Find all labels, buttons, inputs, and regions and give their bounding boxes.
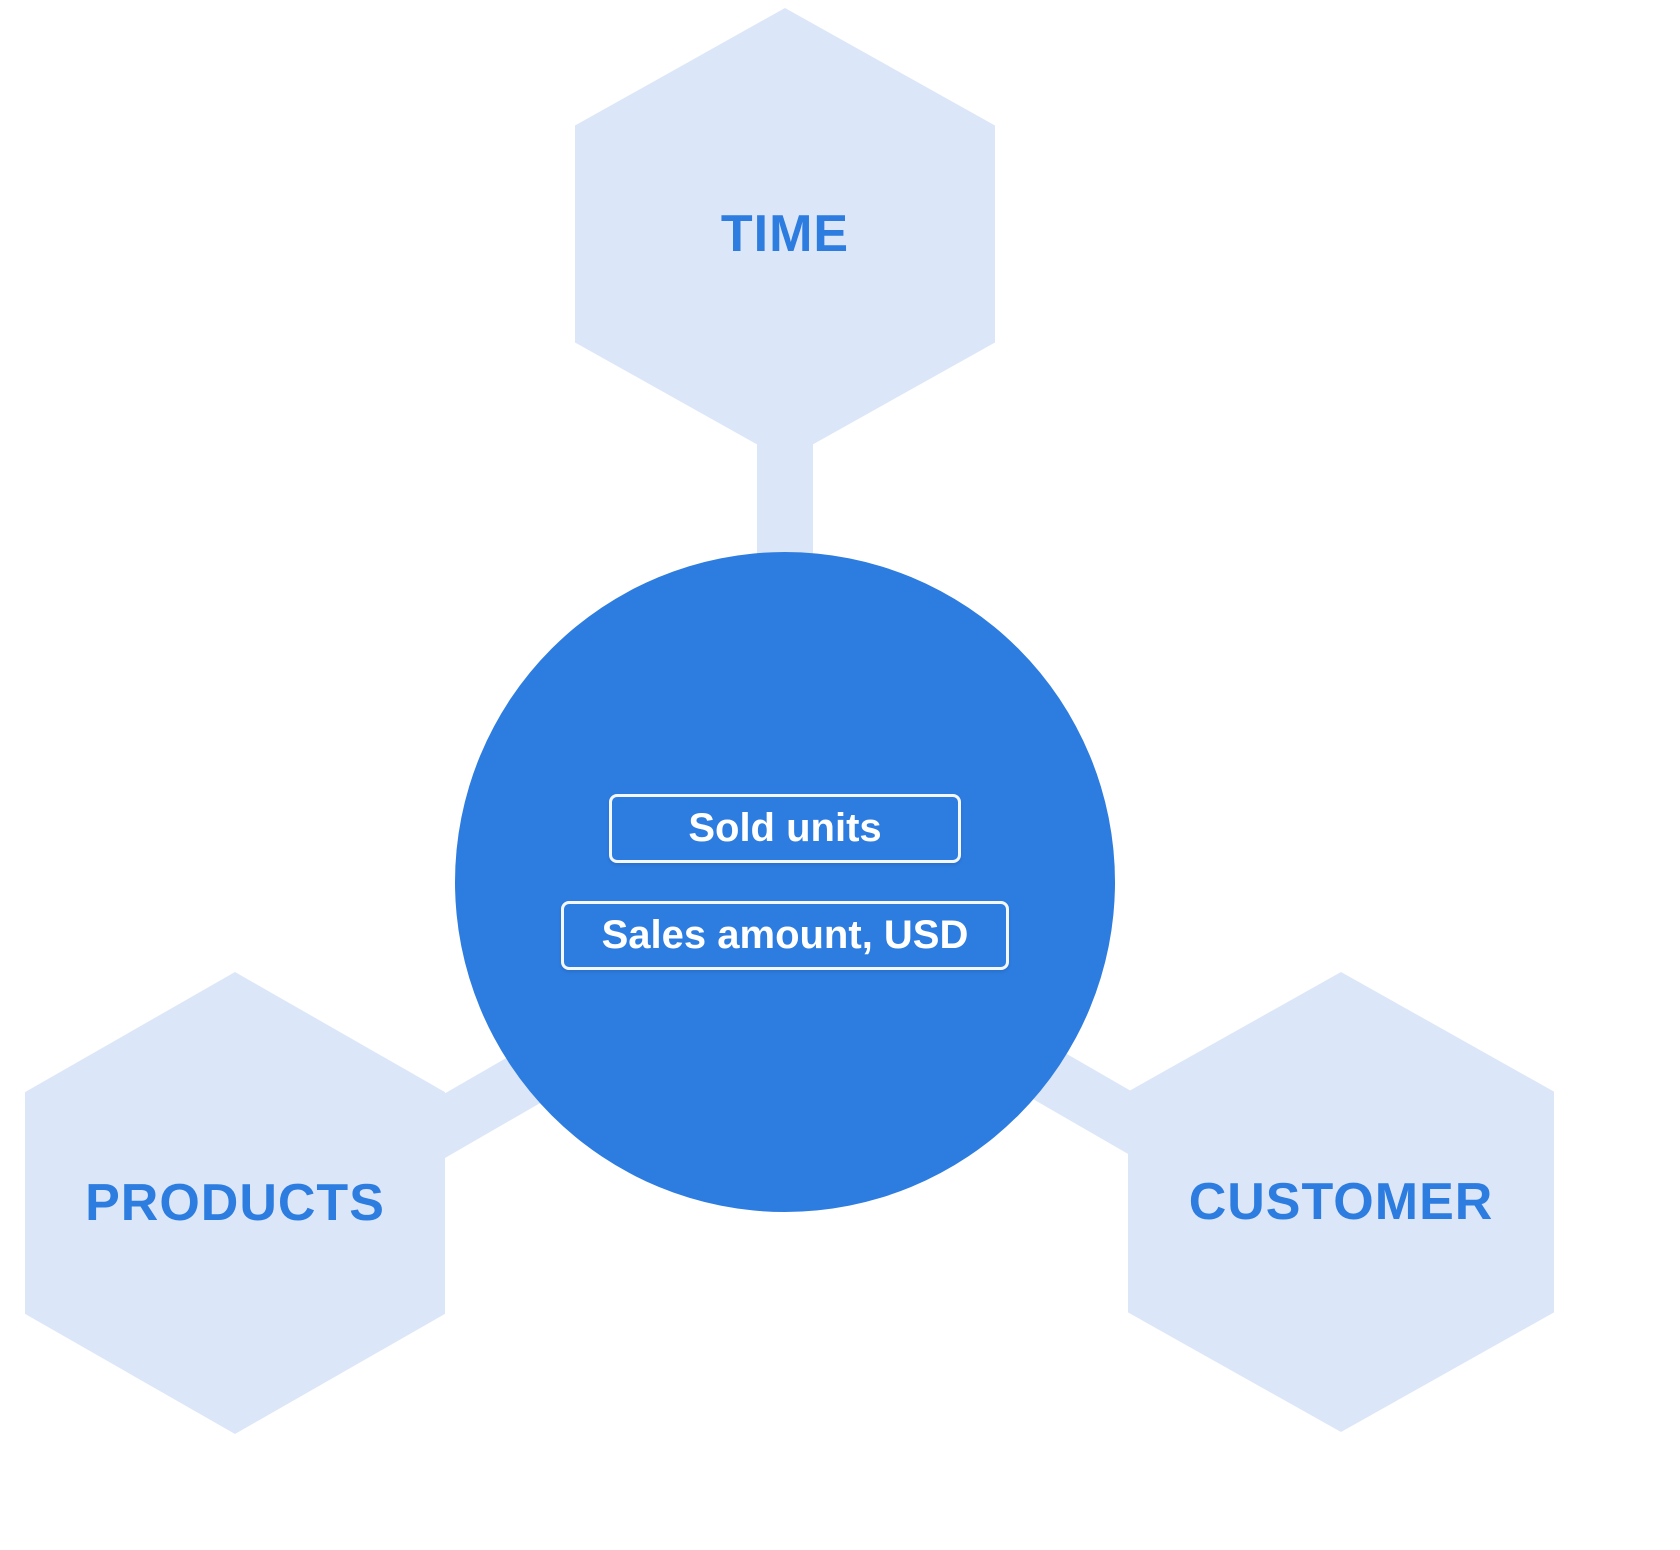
fact-circle: Sold units Sales amount, USD	[455, 552, 1115, 1212]
measure-sales-amount: Sales amount, USD	[560, 901, 1010, 970]
dimension-hexagon-time: TIME	[575, 8, 995, 460]
measure-sold-units: Sold units	[609, 794, 961, 863]
dimension-label-time: TIME	[720, 205, 850, 263]
dimension-hexagon-products: PRODUCTS	[25, 972, 445, 1434]
dimension-label-customer: CUSTOMER	[1188, 1173, 1494, 1231]
dimension-label-products: PRODUCTS	[85, 1174, 385, 1232]
dimension-hexagon-customer: CUSTOMER	[1128, 972, 1554, 1432]
